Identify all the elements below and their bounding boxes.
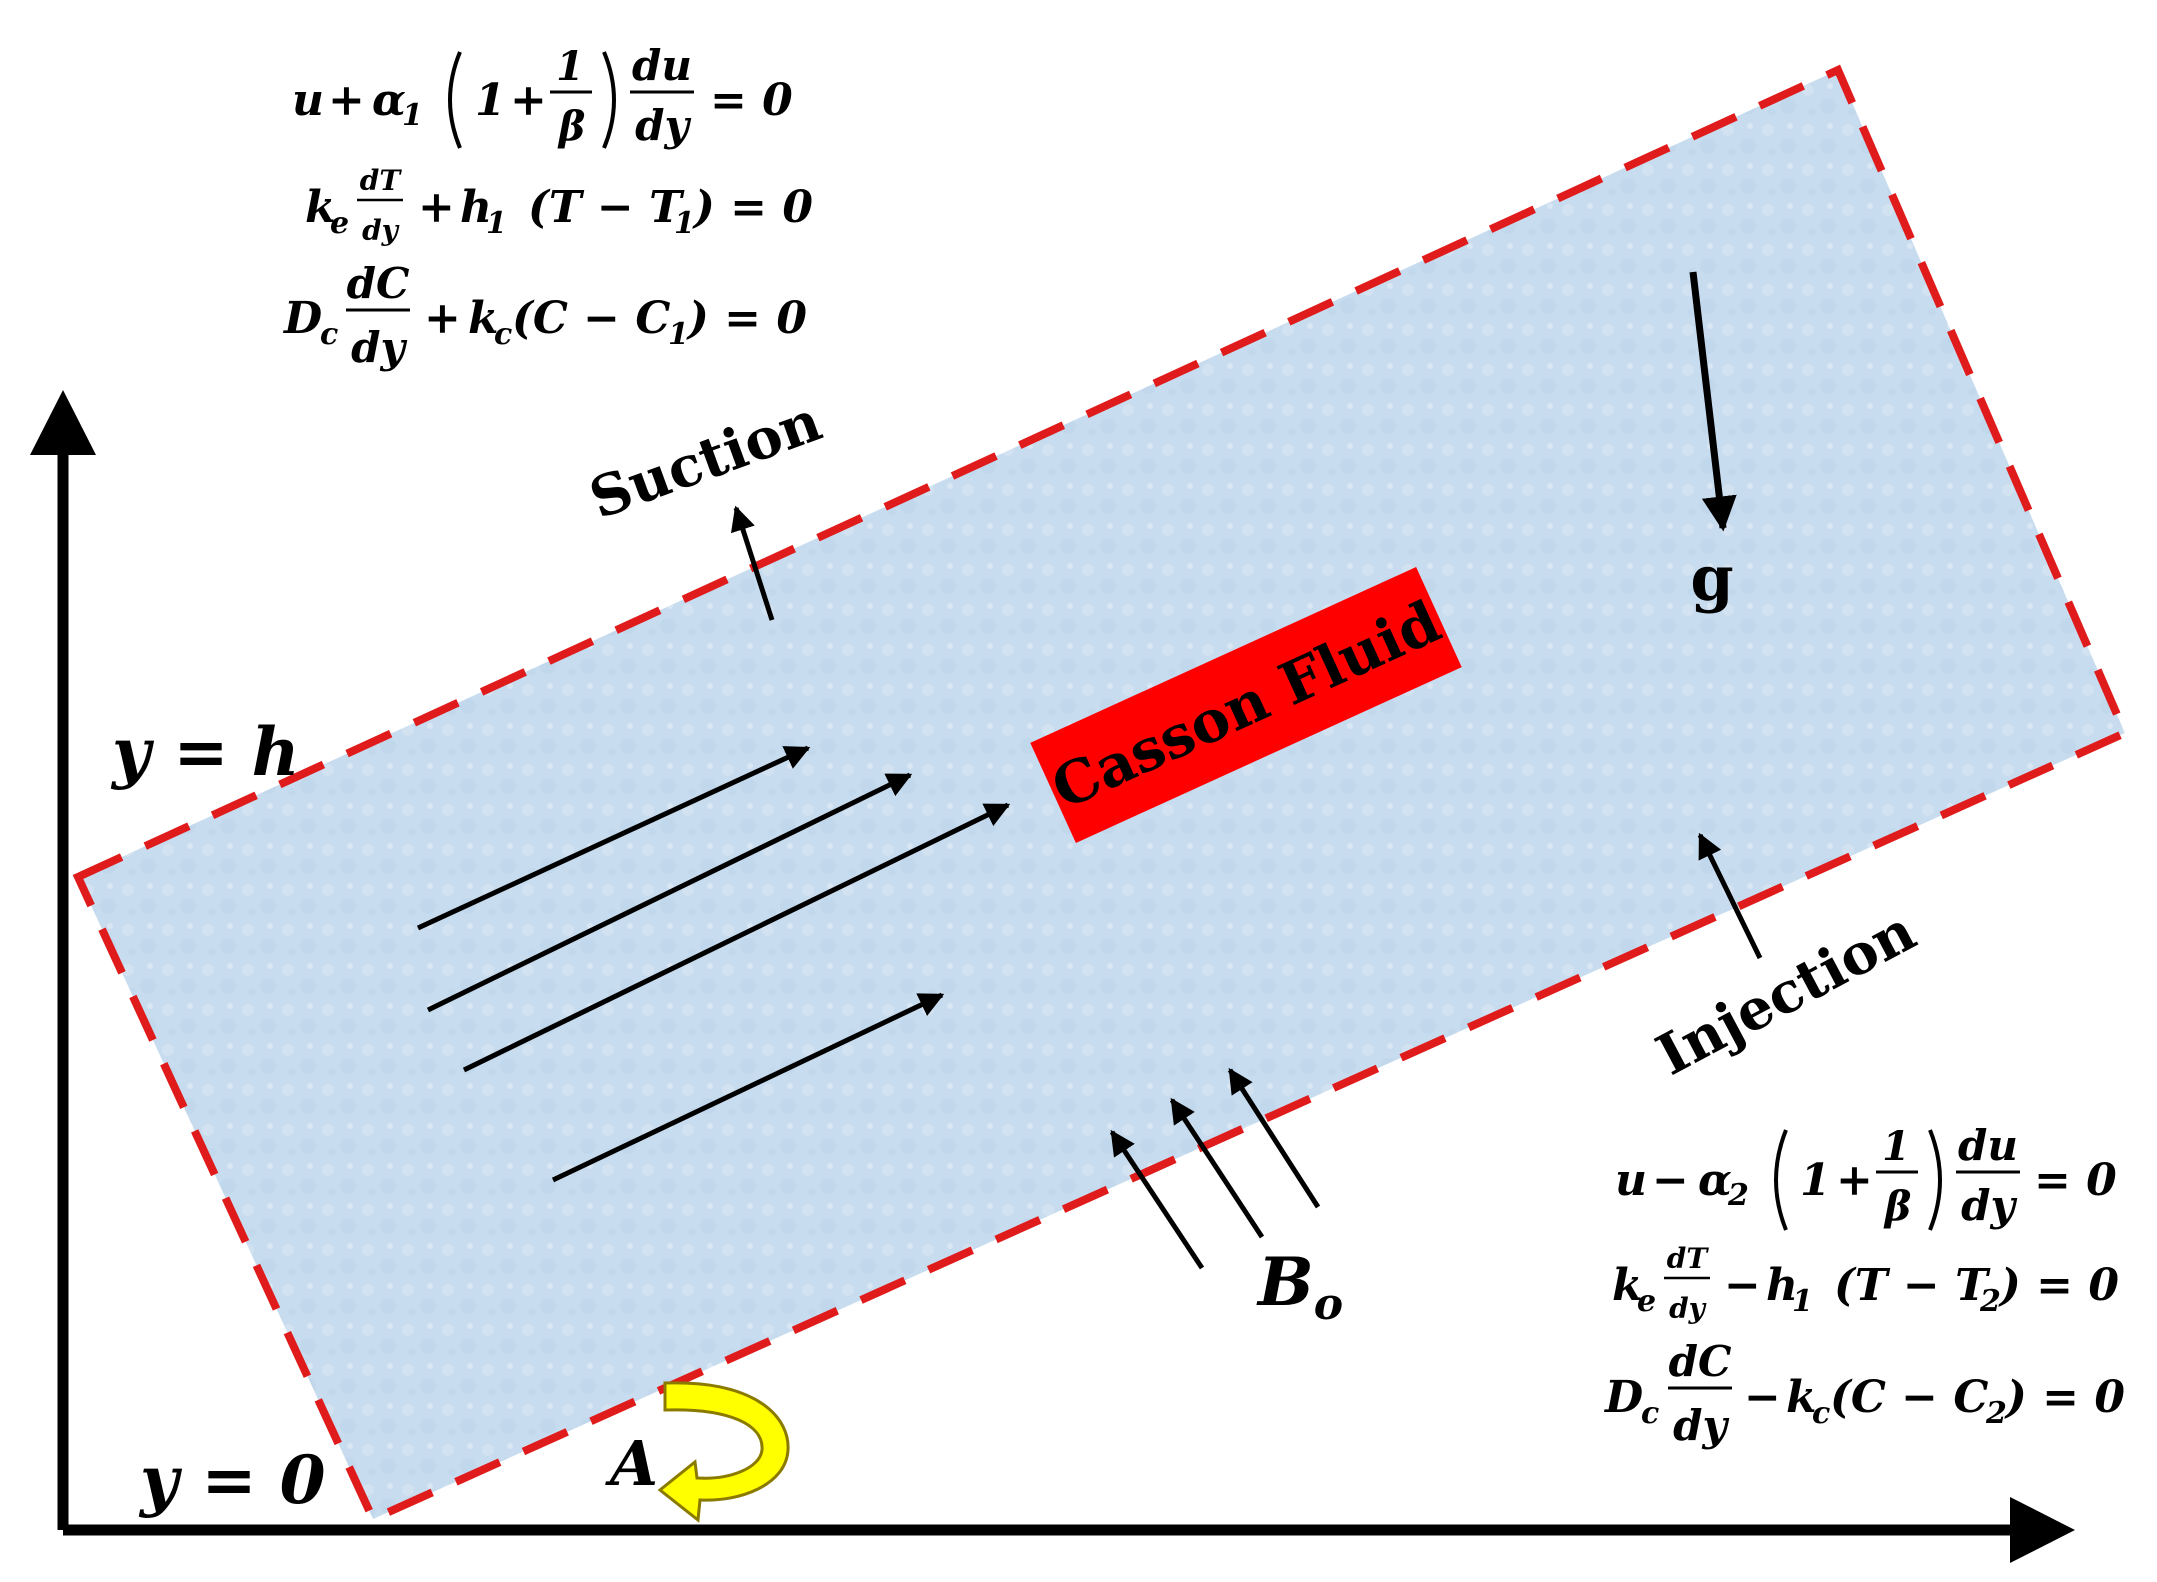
eq-du: du (1958, 1121, 2018, 1170)
eq-plus: + (1836, 1155, 1873, 1206)
x-axis-arrowhead (2010, 1497, 2075, 1563)
magnetic-field-arrows (1109, 1067, 1321, 1270)
eq-minus: − (1724, 1260, 1761, 1311)
eq-minus: − (1652, 1155, 1689, 1206)
top-temperature-equation: k e dT dy + h 1 (T − T 1 ) = 0 (305, 164, 813, 247)
eq-du: du (632, 41, 692, 90)
top-velocity-equation: u + α 1 1 + 1 β du dy = 0 (292, 41, 793, 150)
eq-paren: (T − T (528, 182, 685, 233)
eq-one: 1 (475, 75, 506, 126)
eq-frac-den: β (557, 103, 586, 150)
magnetic-arrow (1109, 1129, 1205, 1270)
eq-minus: − (1744, 1372, 1781, 1423)
eq-alpha: α (372, 75, 406, 126)
top-boundary-conditions: u + α 1 1 + 1 β du dy = 0 k e dT dy + h … (282, 41, 813, 372)
eq-u: u (292, 75, 324, 126)
eq-frac-den: β (1883, 1183, 1912, 1230)
eq-plus: + (328, 75, 365, 126)
flow-arrows (416, 745, 1011, 1183)
top-concentration-equation: D c dC dy + k c (C − C 1 ) = 0 (282, 259, 807, 372)
eq-dC: dC (1669, 1337, 1732, 1386)
eq-paren: (C − C (512, 293, 670, 344)
flow-arrow (551, 992, 945, 1183)
gravity-label: g (1690, 542, 1733, 615)
flow-arrow (462, 802, 1011, 1073)
eq-dT: dT (1667, 1242, 1710, 1275)
eq-k: k (468, 293, 499, 344)
eq-dy: dy (351, 323, 407, 372)
eq-k-sub: c (1812, 1396, 1830, 1431)
magnetic-arrow (1169, 1097, 1265, 1239)
eq-D-sub: c (1641, 1396, 1659, 1431)
eq-dT: dT (360, 164, 403, 197)
suction-label: Suction (581, 388, 830, 532)
eq-D: D (282, 293, 322, 344)
eq-frac-num: 1 (1882, 1123, 1910, 1170)
eq-paren: (C − C (1830, 1372, 1988, 1423)
eq-k-sub: e (1637, 1284, 1656, 1319)
casson-fluid-box (1030, 567, 1462, 843)
eq-c-sub: 1 (668, 317, 689, 352)
eq-close: ) = 0 (2004, 1372, 2125, 1423)
rotation-label: A (605, 1427, 658, 1500)
eq-plus: + (424, 293, 461, 344)
suction-arrow (730, 505, 775, 621)
eq-alpha-sub: 1 (402, 98, 423, 133)
gravity-arrow (1689, 271, 1737, 532)
eq-dy: dy (362, 214, 400, 247)
eq-k-sub: e (330, 206, 349, 241)
eq-close: ) = 0 (1998, 1260, 2119, 1311)
eq-u: u (1615, 1155, 1647, 1206)
bottom-boundary-conditions: u − α 2 1 + 1 β du dy = 0 k e dT dy − h … (1603, 1121, 2125, 1450)
channel-boundary (72, 64, 2131, 1525)
flow-arrow (416, 745, 811, 931)
eq-k: k (1612, 1260, 1643, 1311)
eq-h: h (1766, 1260, 1798, 1311)
eq-D: D (1603, 1372, 1643, 1423)
y-h-label: y = h (110, 713, 300, 791)
eq-t-sub: 1 (674, 206, 695, 241)
injection-arrow (1697, 832, 1763, 960)
bottom-concentration-equation: D c dC dy − k c (C − C 2 ) = 0 (1603, 1337, 2125, 1450)
y-0-label: y = 0 (138, 1441, 326, 1519)
eq-h: h (460, 182, 492, 233)
eq-alpha-sub: 2 (1727, 1178, 1749, 1213)
eq-plus: + (418, 182, 455, 233)
eq-equals: = 0 (2034, 1155, 2117, 1206)
eq-dy: dy (1961, 1181, 2017, 1230)
eq-k-sub: c (494, 317, 512, 352)
magnetic-field-label: Bo (1256, 1243, 1343, 1330)
bottom-temperature-equation: k e dT dy − h 1 (T − T 2 ) = 0 (1612, 1242, 2119, 1325)
eq-dy: dy (635, 101, 691, 150)
eq-close: ) = 0 (692, 182, 813, 233)
eq-one: 1 (1800, 1155, 1831, 1206)
eq-equals: = 0 (710, 75, 793, 126)
eq-h-sub: 1 (1792, 1284, 1813, 1319)
eq-dC: dC (347, 259, 410, 308)
rotation-arrow (657, 1381, 790, 1523)
eq-plus-2: + (510, 75, 547, 126)
eq-D-sub: c (320, 317, 338, 352)
eq-paren: (T − T (1834, 1260, 1991, 1311)
eq-alpha: α (1698, 1155, 1732, 1206)
eq-c-sub: 2 (1985, 1396, 2007, 1431)
flow-arrow (426, 772, 913, 1013)
eq-dy: dy (1669, 1292, 1707, 1325)
y-axis-arrowhead (30, 390, 96, 455)
eq-t-sub: 2 (1979, 1284, 2001, 1319)
eq-frac-num: 1 (556, 43, 584, 90)
magnetic-field-subscript: o (1314, 1279, 1343, 1330)
eq-k: k (305, 182, 336, 233)
eq-dy: dy (1673, 1401, 1729, 1450)
eq-close: ) = 0 (686, 293, 807, 344)
magnetic-field-symbol: B (1256, 1243, 1314, 1321)
eq-h-sub: 1 (486, 206, 507, 241)
bottom-velocity-equation: u − α 2 1 + 1 β du dy = 0 (1615, 1121, 2117, 1231)
eq-k: k (1786, 1372, 1817, 1423)
magnetic-arrow (1227, 1067, 1321, 1209)
